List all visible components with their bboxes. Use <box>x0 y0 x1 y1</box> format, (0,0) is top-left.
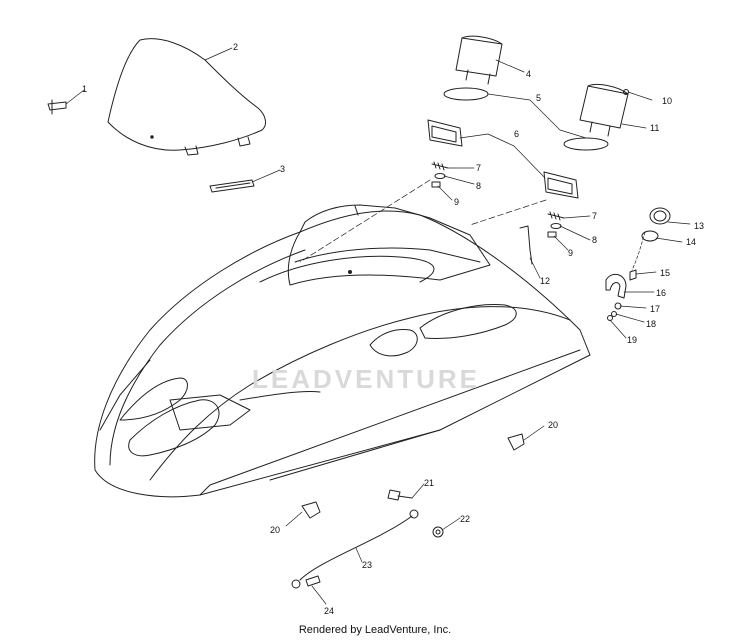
hood <box>94 204 591 498</box>
bolt-21 <box>387 489 413 501</box>
callout-24: 24 <box>324 606 334 616</box>
callout-22: 22 <box>460 514 470 524</box>
nut-22 <box>432 526 444 538</box>
footer-credit: Rendered by LeadVenture, Inc. <box>298 624 452 636</box>
bolt-1 <box>47 99 67 115</box>
callout-4: 4 <box>526 69 531 79</box>
windshield <box>107 38 266 156</box>
callout-17: 17 <box>650 304 660 314</box>
small-gauge <box>649 207 671 225</box>
callout-7a: 7 <box>476 163 481 173</box>
gauge-lens-left <box>443 87 489 101</box>
clip-15 <box>629 269 637 281</box>
callout-5: 5 <box>536 93 541 103</box>
callout-3: 3 <box>280 164 285 174</box>
callout-15: 15 <box>660 268 670 278</box>
callout-20b: 20 <box>270 525 280 535</box>
bracket-16 <box>605 273 627 299</box>
callouts: 1 2 3 4 5 6 7 8 9 10 11 12 7 8 9 13 14 1… <box>82 42 704 616</box>
callout-6: 6 <box>514 129 519 139</box>
gauge-housing-right <box>579 83 629 137</box>
washer-right <box>550 223 562 229</box>
callout-23: 23 <box>362 560 372 570</box>
callout-9a: 9 <box>454 197 459 207</box>
washer-left <box>434 173 446 179</box>
callout-1: 1 <box>82 84 87 94</box>
watermark: LEADVENTURE <box>252 364 480 394</box>
rivet <box>305 575 321 587</box>
callout-13: 13 <box>694 221 704 231</box>
bezel-right <box>543 171 579 199</box>
trim-strip <box>209 179 255 193</box>
bezel-left <box>427 119 463 147</box>
callout-2: 2 <box>233 42 238 52</box>
spring-left <box>431 161 449 171</box>
callout-9b: 9 <box>568 248 573 258</box>
callout-21: 21 <box>424 478 434 488</box>
tether-cable <box>291 509 419 589</box>
callout-14: 14 <box>686 237 696 247</box>
callout-8a: 8 <box>476 181 481 191</box>
grommet-right <box>507 433 525 451</box>
grommet-left <box>301 501 321 519</box>
wire-tie <box>519 225 533 265</box>
callout-16: 16 <box>656 288 666 298</box>
callout-18: 18 <box>646 319 656 329</box>
gauge-housing-left <box>455 35 503 85</box>
spring-right <box>547 211 565 221</box>
nut-left <box>431 181 441 188</box>
nut-right <box>547 231 557 238</box>
o-ring <box>641 230 659 242</box>
callout-10: 10 <box>662 96 672 106</box>
leader-lines <box>65 47 691 605</box>
callout-8b: 8 <box>592 235 597 245</box>
gauge-lens-right <box>563 137 609 151</box>
callout-19: 19 <box>627 335 637 345</box>
callout-12: 12 <box>540 276 550 286</box>
callout-11: 11 <box>650 123 659 133</box>
callout-20a: 20 <box>548 420 558 430</box>
callout-7b: 7 <box>592 211 597 221</box>
